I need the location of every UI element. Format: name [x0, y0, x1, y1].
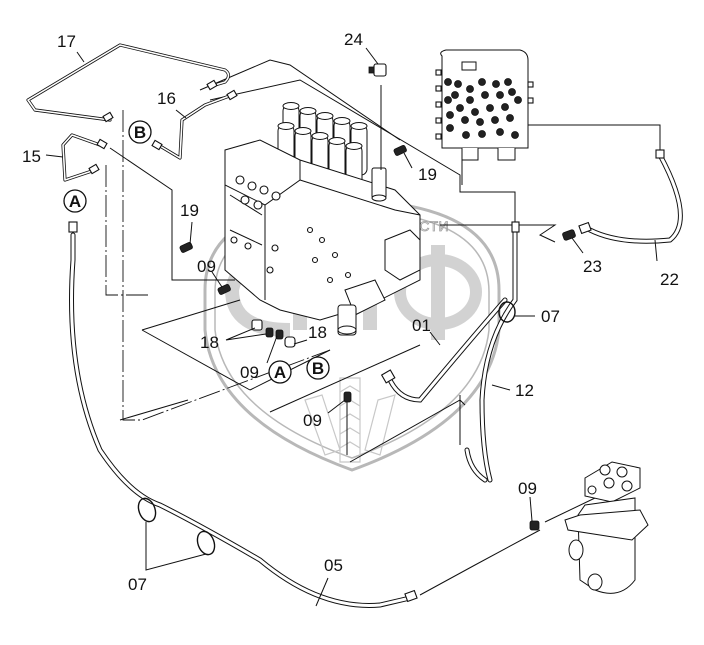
control-valve[interactable]: [224, 85, 421, 336]
callout-09-valve[interactable]: 09: [240, 363, 259, 382]
connector-B-center-label: B: [312, 359, 324, 378]
connector-B-top-label: B: [134, 123, 146, 142]
fitting-09-motor[interactable]: [529, 520, 540, 531]
fitting-24[interactable]: [368, 63, 387, 77]
callout-07-left[interactable]: 07: [128, 575, 147, 594]
callout-05[interactable]: 05: [324, 556, 343, 575]
callout-01[interactable]: 01: [412, 316, 431, 335]
clamp-07-c[interactable]: [498, 301, 516, 323]
connector-B-center[interactable]: B: [306, 356, 330, 380]
callouts: 17 16 15 24 19 19 09 18 18 09 09 09 01 0…: [22, 30, 679, 594]
clamp-07-b[interactable]: [194, 529, 217, 557]
callout-19-top[interactable]: 19: [418, 165, 437, 184]
pipe-17[interactable]: [26, 43, 231, 123]
hose-22[interactable]: [578, 149, 683, 244]
connector-A-center[interactable]: A: [268, 360, 292, 384]
callout-07-right[interactable]: 07: [541, 307, 560, 326]
leader-lines: [45, 47, 658, 607]
fittings-18-cluster[interactable]: [251, 319, 296, 348]
swing-motor[interactable]: [564, 461, 649, 594]
callout-24[interactable]: 24: [344, 30, 363, 49]
callout-09-center[interactable]: 09: [303, 411, 322, 430]
routing-guides: [105, 59, 661, 596]
pilot-valve-block[interactable]: [435, 49, 534, 161]
callout-15[interactable]: 15: [22, 147, 41, 166]
callout-17[interactable]: 17: [57, 32, 76, 51]
callout-18-left[interactable]: 18: [200, 333, 219, 352]
callout-19-left[interactable]: 19: [180, 201, 199, 220]
callout-18-right[interactable]: 18: [308, 323, 327, 342]
callout-23[interactable]: 23: [583, 257, 602, 276]
callout-16[interactable]: 16: [157, 89, 176, 108]
fitting-19-top[interactable]: [393, 145, 407, 156]
connector-B-top[interactable]: B: [128, 120, 152, 144]
fitting-09-left[interactable]: [217, 284, 231, 295]
callout-22[interactable]: 22: [660, 270, 679, 289]
pipe-16[interactable]: [151, 89, 238, 160]
pipe-15[interactable]: [61, 133, 108, 182]
hose-01[interactable]: [380, 297, 508, 403]
hose-12[interactable]: [464, 221, 520, 483]
callout-09-motor[interactable]: 09: [518, 479, 537, 498]
fitting-23[interactable]: [562, 229, 576, 241]
connector-A-center-label: A: [274, 363, 286, 382]
fitting-09-center[interactable]: [343, 391, 352, 455]
fitting-19-left[interactable]: [179, 242, 193, 253]
clamp-07-a[interactable]: [135, 496, 158, 524]
connector-A-left[interactable]: A: [63, 189, 87, 213]
callout-12[interactable]: 12: [515, 381, 534, 400]
callout-09-left[interactable]: 09: [197, 257, 216, 276]
hose-05[interactable]: [68, 221, 418, 608]
connector-A-left-label: A: [69, 192, 81, 211]
